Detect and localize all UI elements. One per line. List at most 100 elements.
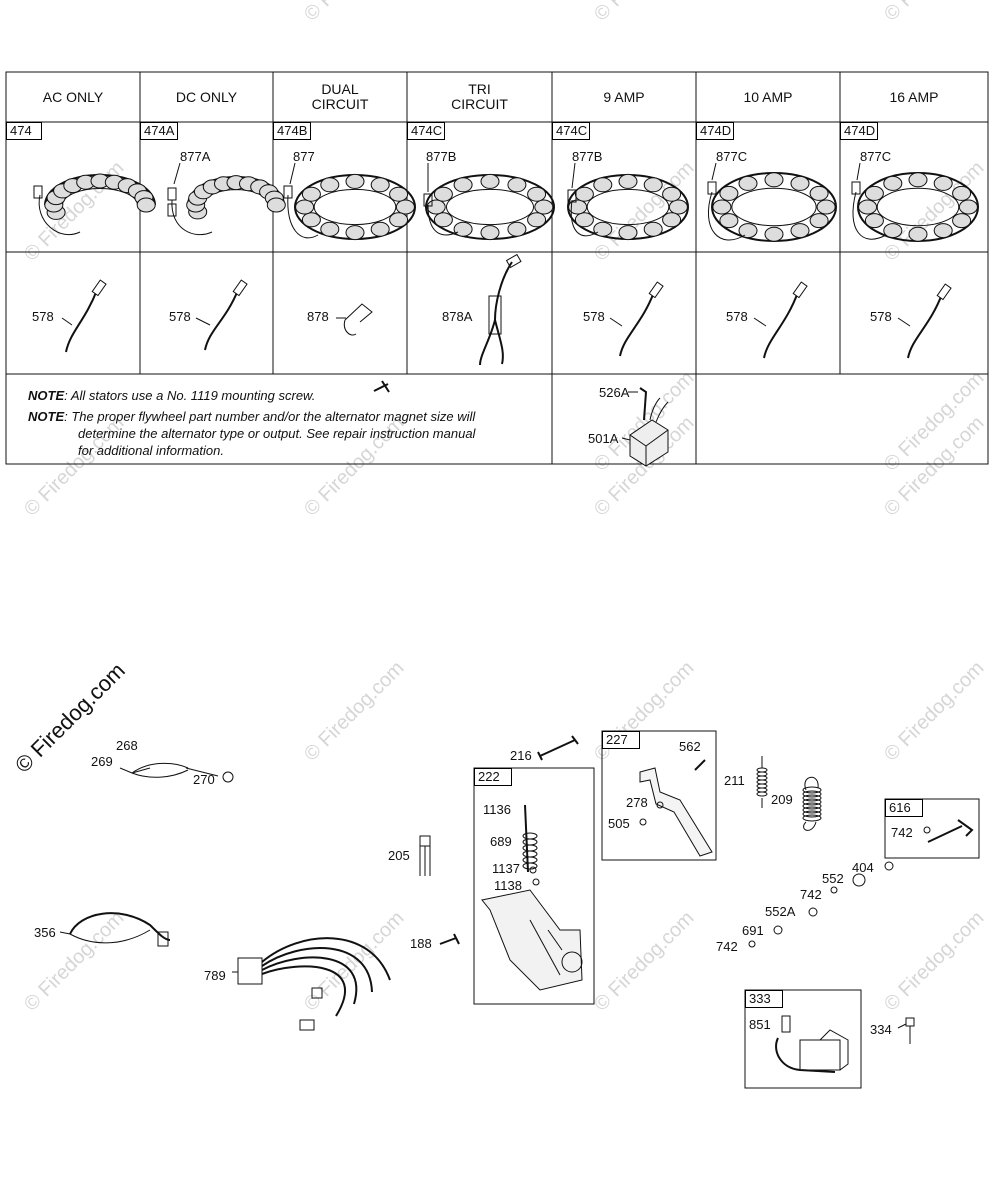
note-label: NOTE [28, 409, 65, 424]
ignition-coil [819, 1029, 849, 1071]
spring-coil [802, 786, 822, 794]
washer [748, 940, 756, 948]
kit-part-number: 333 [745, 990, 783, 1008]
spring-coil [522, 832, 538, 840]
wire-part-number: 578 [726, 309, 748, 324]
stator-coil [908, 172, 928, 188]
leader-line [621, 437, 631, 441]
part-number: 270 [193, 772, 215, 787]
lever-screw [694, 759, 706, 771]
washer [808, 907, 818, 917]
part-number: 742 [716, 939, 738, 954]
wire-lead [619, 291, 655, 357]
wire-clip [343, 303, 373, 336]
stator-coil [389, 186, 409, 202]
stator-coil [593, 177, 613, 193]
nut [639, 818, 647, 826]
part-number: 216 [510, 748, 532, 763]
hex-nut [222, 771, 234, 783]
spring-coil [756, 779, 768, 785]
screw-head [905, 1017, 915, 1027]
stator-part-number: 474B [273, 122, 311, 140]
leader-line [753, 317, 767, 327]
regulator-leads [649, 397, 669, 423]
spring-coil [756, 771, 768, 777]
stator-coil [790, 175, 810, 191]
regulator-body [629, 434, 647, 447]
connector-plug [33, 185, 43, 199]
note-text: for additional information. [78, 443, 224, 458]
leader-line [131, 767, 151, 774]
connector-plug [167, 187, 177, 201]
stator-coil [643, 177, 663, 193]
connector-part-number: 877C [860, 149, 892, 164]
stator-coil [301, 212, 321, 228]
spring-coil [802, 806, 822, 814]
part-number: 278 [626, 795, 648, 810]
part-number: 742 [800, 887, 822, 902]
spark-plug-boot [781, 1015, 791, 1033]
stator-part-number: 474C [407, 122, 445, 140]
connector-plug [851, 181, 861, 195]
throttle-lever [639, 767, 713, 857]
stator-coil [858, 199, 878, 215]
stator-coil [738, 223, 758, 239]
washer [852, 873, 866, 887]
stator-coil [301, 186, 321, 202]
washer [923, 826, 931, 834]
spring-coil [802, 802, 822, 810]
bracket-detail [547, 929, 563, 951]
spring-coil [756, 787, 768, 793]
spring-coil [802, 810, 822, 818]
column-header-dual-circuit: DUAL CIRCUIT [311, 81, 369, 112]
stator-coil-ring [586, 188, 670, 226]
wiring-harness [261, 956, 358, 1005]
kit-part-number: 616 [885, 799, 923, 817]
washer [529, 866, 537, 874]
wire-harness [494, 319, 504, 365]
washer [884, 861, 894, 871]
stator-coil [618, 225, 638, 241]
washer [656, 801, 664, 809]
stator-coil [507, 177, 527, 193]
stator-coil [370, 221, 390, 237]
stator-coil [643, 221, 663, 237]
stator-lead [707, 191, 746, 241]
note-text: : All stators use a No. 1119 mounting sc… [64, 388, 316, 403]
stator-coil [662, 186, 682, 202]
connector-part-number: 877B [426, 149, 457, 164]
part-number: 205 [388, 848, 410, 863]
spring-coil [522, 838, 538, 846]
stator-coil [453, 177, 473, 193]
stator-coil [933, 175, 953, 191]
part-number: 742 [891, 825, 913, 840]
part-number: 552 [822, 871, 844, 886]
stator-lead [852, 191, 887, 240]
note-text: determine the alternator type or output.… [78, 426, 476, 441]
stator-coil [764, 226, 784, 242]
washer [830, 886, 838, 894]
wire-lead [763, 291, 799, 359]
stator-coil-ring [313, 188, 397, 226]
stator-coil [662, 212, 682, 228]
spring-coil [522, 850, 538, 858]
stator-coil-ring [876, 187, 960, 227]
stator-coil [883, 175, 903, 191]
bracket-detail [529, 919, 561, 976]
wire-part-number: 578 [32, 309, 54, 324]
note-flywheel: NOTE: The proper flywheel part number an… [28, 408, 548, 459]
wire-lead [907, 293, 943, 359]
stator-coil [933, 223, 953, 239]
column-header-ac-only: AC ONLY [42, 88, 104, 105]
column-header-16-amp: 16 AMP [889, 88, 939, 105]
regulator-body [629, 419, 669, 467]
leader-line [571, 162, 576, 189]
connector-part-number: 877C [716, 149, 748, 164]
stator-coil [433, 212, 453, 228]
leader-line [59, 931, 71, 935]
leader-line [173, 162, 181, 185]
leader-line [61, 317, 73, 326]
part-number: 562 [679, 739, 701, 754]
stator-coil [790, 223, 810, 239]
part-number: 334 [870, 1022, 892, 1037]
